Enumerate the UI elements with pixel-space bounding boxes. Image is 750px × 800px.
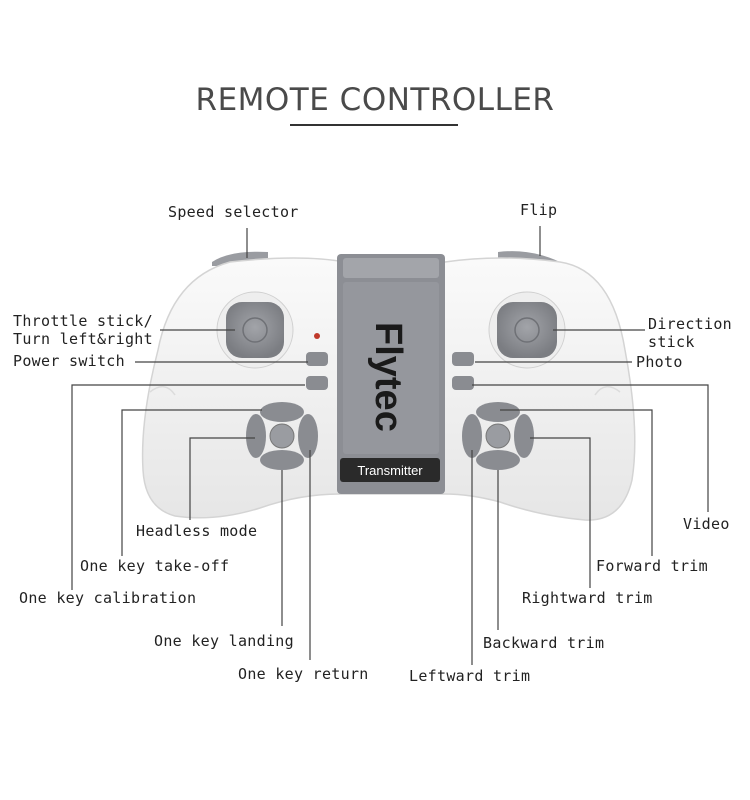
label-take-off: One key take-off [80, 557, 230, 575]
direction-stick-icon [497, 302, 557, 358]
label-landing: One key landing [154, 632, 294, 650]
power-led [314, 333, 320, 339]
photo-button [452, 352, 474, 366]
page-title: REMOTE CONTROLLER [195, 82, 555, 118]
label-power-switch: Power switch [13, 352, 125, 370]
title-underline [290, 124, 458, 126]
transmitter-label: Transmitter [357, 463, 423, 478]
label-leftward-trim: Leftward trim [409, 667, 531, 685]
label-rightward-trim: Rightward trim [522, 589, 653, 607]
left-dpad [246, 402, 318, 470]
transmitter-plate [340, 458, 440, 482]
label-throttle-line1: Throttle stick/ [13, 312, 153, 330]
label-backward-trim: Backward trim [483, 634, 605, 652]
label-speed-selector: Speed selector [168, 203, 299, 221]
leader-lines [71, 226, 709, 665]
label-flip: Flip [520, 201, 558, 219]
brand-logo: Flytec [367, 322, 409, 432]
label-throttle-line2: Turn left&right [13, 330, 153, 348]
label-forward-trim: Forward trim [596, 557, 708, 575]
label-direction-line2: stick [648, 333, 695, 351]
video-button [452, 376, 474, 390]
label-photo: Photo [636, 353, 683, 371]
take-off-small-button [306, 376, 328, 390]
throttle-stick-icon [226, 302, 284, 358]
power-switch-button [306, 352, 328, 366]
right-dpad [462, 402, 534, 470]
label-return: One key return [238, 665, 369, 683]
label-headless-mode: Headless mode [136, 522, 258, 540]
label-direction-line1: Direction [648, 315, 732, 333]
label-video: Video [683, 515, 730, 533]
label-calibration: One key calibration [19, 589, 197, 607]
